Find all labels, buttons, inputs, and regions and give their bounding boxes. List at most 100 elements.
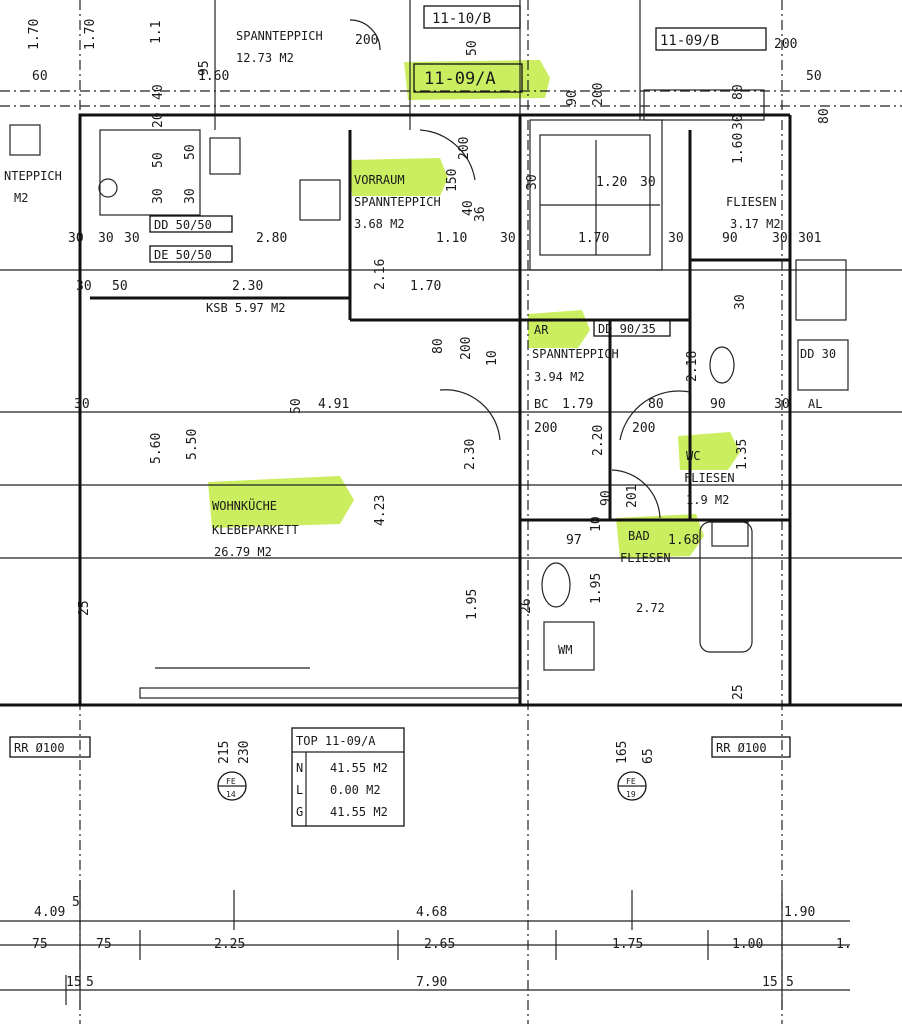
label-sec1: FE — [226, 777, 236, 786]
dim-label: 90 — [722, 231, 738, 246]
label-dd4: DD 30 — [800, 347, 836, 361]
dim-label-v: 165 — [615, 741, 630, 764]
dim-label-v: 80 — [731, 84, 746, 100]
section-markers — [217, 771, 647, 801]
dim-label-v: 30 — [733, 294, 748, 310]
label-dd2: DE 50/50 — [154, 248, 212, 262]
dim-label-v: 1.70 — [27, 19, 42, 50]
dim-label-v: 201 — [625, 485, 640, 508]
dim-label-v: 1.1 — [149, 21, 164, 44]
dim-label-v: 26 — [519, 598, 534, 614]
label-rr-left: RR Ø100 — [14, 741, 65, 755]
room-bad-area: 2.72 — [636, 601, 665, 615]
dim-label-v: 200 — [457, 137, 472, 160]
dim-label: 1.79 — [562, 397, 593, 412]
label-dd1: DD 50/50 — [154, 218, 212, 232]
dim-label: 30 — [124, 231, 140, 246]
label-sec2: FE — [626, 777, 636, 786]
dim-label: 301 — [798, 231, 821, 246]
highlights — [208, 60, 740, 558]
summary-title: TOP 11-09/A — [296, 734, 376, 748]
extractor-icon — [98, 178, 118, 198]
dim-label-v: 1.60 — [731, 133, 746, 164]
dim-label: 1.20 — [596, 175, 627, 190]
dim-label-v: 25 — [77, 600, 92, 616]
highlight-wohnkueche — [208, 476, 354, 528]
room-ar-floor: SPANNTEPPICH — [532, 347, 619, 361]
room-wohnkueche-name: WOHNKÜCHE — [212, 497, 277, 513]
dim-label: 200 — [774, 37, 797, 52]
dim-label: 30 — [640, 175, 656, 190]
toilet — [709, 346, 735, 384]
dim-label-v: 2.30 — [463, 439, 478, 470]
dim-label: 30 — [774, 397, 790, 412]
summary-row-0-value: 41.55 M2 — [330, 761, 388, 775]
dim-label: 5 — [72, 895, 80, 910]
dimension-labels: 1.60 60 200 200 50 1.20 30 30 30 30 2.80… — [32, 33, 852, 990]
area-summary-box — [291, 727, 405, 827]
dim-label-v: 95 — [197, 60, 212, 76]
washbasin — [541, 562, 571, 608]
room-ksb: KSB 5.97 M2 — [206, 301, 285, 315]
bathtub — [699, 521, 753, 653]
dim-label: 2.65 — [424, 937, 455, 952]
summary-row-1-value: 0.00 M2 — [330, 783, 381, 797]
label-sec2b: 19 — [626, 790, 636, 799]
room-ar-area: 3.94 M2 — [534, 370, 585, 384]
room-top-area: 12.73 M2 — [236, 51, 294, 65]
dim-label-v: 40 — [461, 200, 476, 216]
dim-label-v: 5.50 — [185, 429, 200, 460]
dim-label-v: 30 — [731, 114, 746, 130]
dim-label: 15 — [66, 975, 82, 990]
highlight-bad — [616, 514, 704, 558]
summary-row-2-value: 41.55 M2 — [330, 805, 388, 819]
dim-label-v: 80 — [431, 338, 446, 354]
room-left-floor: NTEPPICH — [4, 169, 62, 183]
dimension-labels-vertical: 1.70 1.70 1.1 95 40 20 50 90 200 80 80 3… — [27, 19, 832, 764]
dim-label-v: 25 — [731, 684, 746, 700]
dim-label: 2.25 — [214, 937, 245, 952]
label-al: AL — [808, 397, 822, 411]
door-swing — [419, 129, 476, 181]
dim-label-v: 5.60 — [149, 433, 164, 464]
summary-row-2-key: G — [296, 805, 303, 819]
dim-label-v: 4.23 — [373, 495, 388, 526]
dim-label: 2.80 — [256, 231, 287, 246]
dim-label: 4.91 — [318, 397, 349, 412]
dim-label: 200 — [355, 33, 378, 48]
dim-label: 30 — [668, 231, 684, 246]
dim-label-v: 36 — [473, 206, 488, 222]
dim-label-v: 50 — [151, 152, 166, 168]
dim-label: 4.68 — [416, 905, 447, 920]
dim-label: 200 — [534, 421, 557, 436]
room-vorraum-name: VORRAUM — [354, 173, 405, 187]
dim-label: 200 — [632, 421, 655, 436]
dim-label-v: 40 — [151, 84, 166, 100]
dim-label: 30 — [76, 279, 92, 294]
dim-label-v: 50 — [183, 144, 198, 160]
room-left-area: M2 — [14, 191, 28, 205]
dim-label: 7.90 — [416, 975, 447, 990]
room-wc-floor: FLIESEN — [684, 471, 735, 485]
dim-label-v: 215 — [217, 741, 232, 764]
dim-label: 1.70 — [578, 231, 609, 246]
dim-label-v: 50 — [289, 398, 304, 414]
dim-label: 30 — [500, 231, 516, 246]
dim-label-v: 1.95 — [465, 589, 480, 620]
dim-label: 4.09 — [34, 905, 65, 920]
room-vorraum-area: 3.68 M2 — [354, 217, 405, 231]
dim-label: 5 — [786, 975, 794, 990]
highlight-wc — [678, 432, 740, 470]
unit-label-right: 11-09/B — [660, 33, 719, 49]
dim-label-v: 90 — [565, 90, 580, 106]
label-boxes — [9, 5, 791, 758]
door-swing-4 — [611, 469, 661, 519]
unit-label-top: 11-10/B — [432, 11, 491, 27]
dim-label: 30 — [772, 231, 788, 246]
room-wm: WM — [558, 643, 572, 657]
dim-label-v: 30 — [183, 188, 198, 204]
dim-label: 50 — [806, 69, 822, 84]
unit-label-current: 11-09/A — [424, 69, 496, 89]
